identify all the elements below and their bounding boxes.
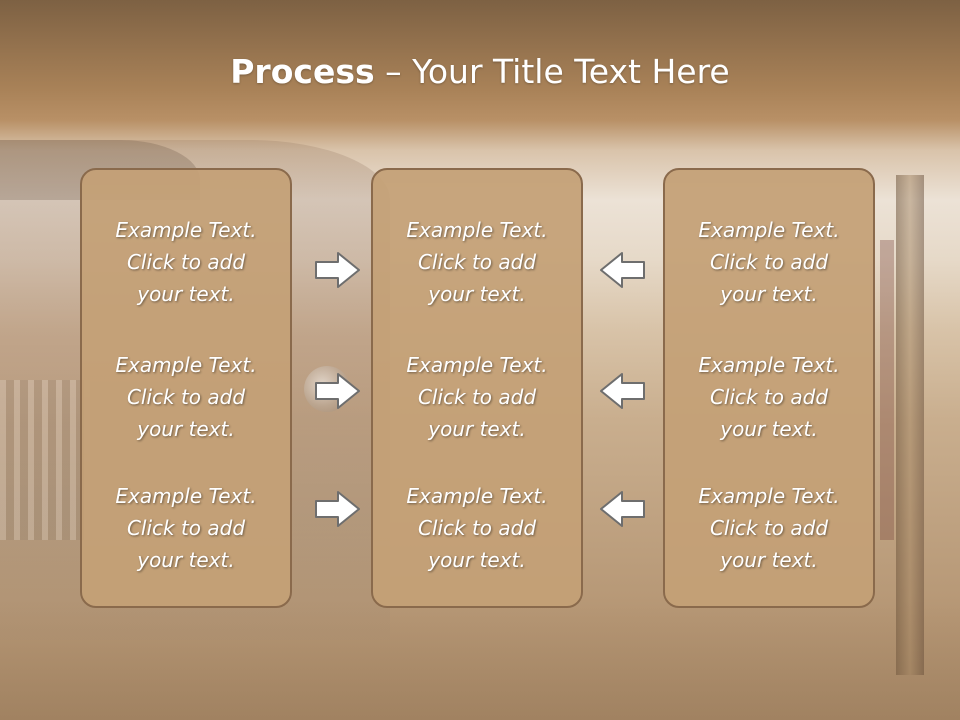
background-truck-grill bbox=[0, 380, 90, 540]
text-placeholder[interactable]: Example Text. Click to add your text. bbox=[115, 484, 257, 572]
text-box-right[interactable]: Example Text. Click to add your text. Ex… bbox=[663, 168, 875, 608]
text-placeholder[interactable]: Example Text. Click to add your text. bbox=[406, 484, 548, 572]
text-placeholder[interactable]: Example Text. Click to add your text. bbox=[406, 218, 548, 306]
slide-title[interactable]: Process – Your Title Text Here bbox=[0, 52, 960, 91]
background-fence-post bbox=[896, 175, 924, 675]
background-field bbox=[0, 600, 960, 720]
left-arrow-icon[interactable] bbox=[598, 250, 646, 290]
background-fence-rail bbox=[880, 240, 894, 540]
text-placeholder[interactable]: Example Text. Click to add your text. bbox=[698, 484, 840, 572]
left-arrow-icon[interactable] bbox=[598, 489, 646, 529]
right-arrow-icon[interactable] bbox=[314, 371, 362, 411]
text-placeholder[interactable]: Example Text. Click to add your text. bbox=[698, 353, 840, 441]
text-placeholder[interactable]: Example Text. Click to add your text. bbox=[115, 353, 257, 441]
title-bold: Process bbox=[230, 52, 375, 91]
text-box-left[interactable]: Example Text. Click to add your text. Ex… bbox=[80, 168, 292, 608]
text-placeholder[interactable]: Example Text. Click to add your text. bbox=[698, 218, 840, 306]
text-placeholder[interactable]: Example Text. Click to add your text. bbox=[406, 353, 548, 441]
text-box-center[interactable]: Example Text. Click to add your text. Ex… bbox=[371, 168, 583, 608]
right-arrow-icon[interactable] bbox=[314, 489, 362, 529]
text-placeholder[interactable]: Example Text. Click to add your text. bbox=[115, 218, 257, 306]
title-rest: – Your Title Text Here bbox=[374, 52, 730, 91]
right-arrow-icon[interactable] bbox=[314, 250, 362, 290]
left-arrow-icon[interactable] bbox=[598, 371, 646, 411]
